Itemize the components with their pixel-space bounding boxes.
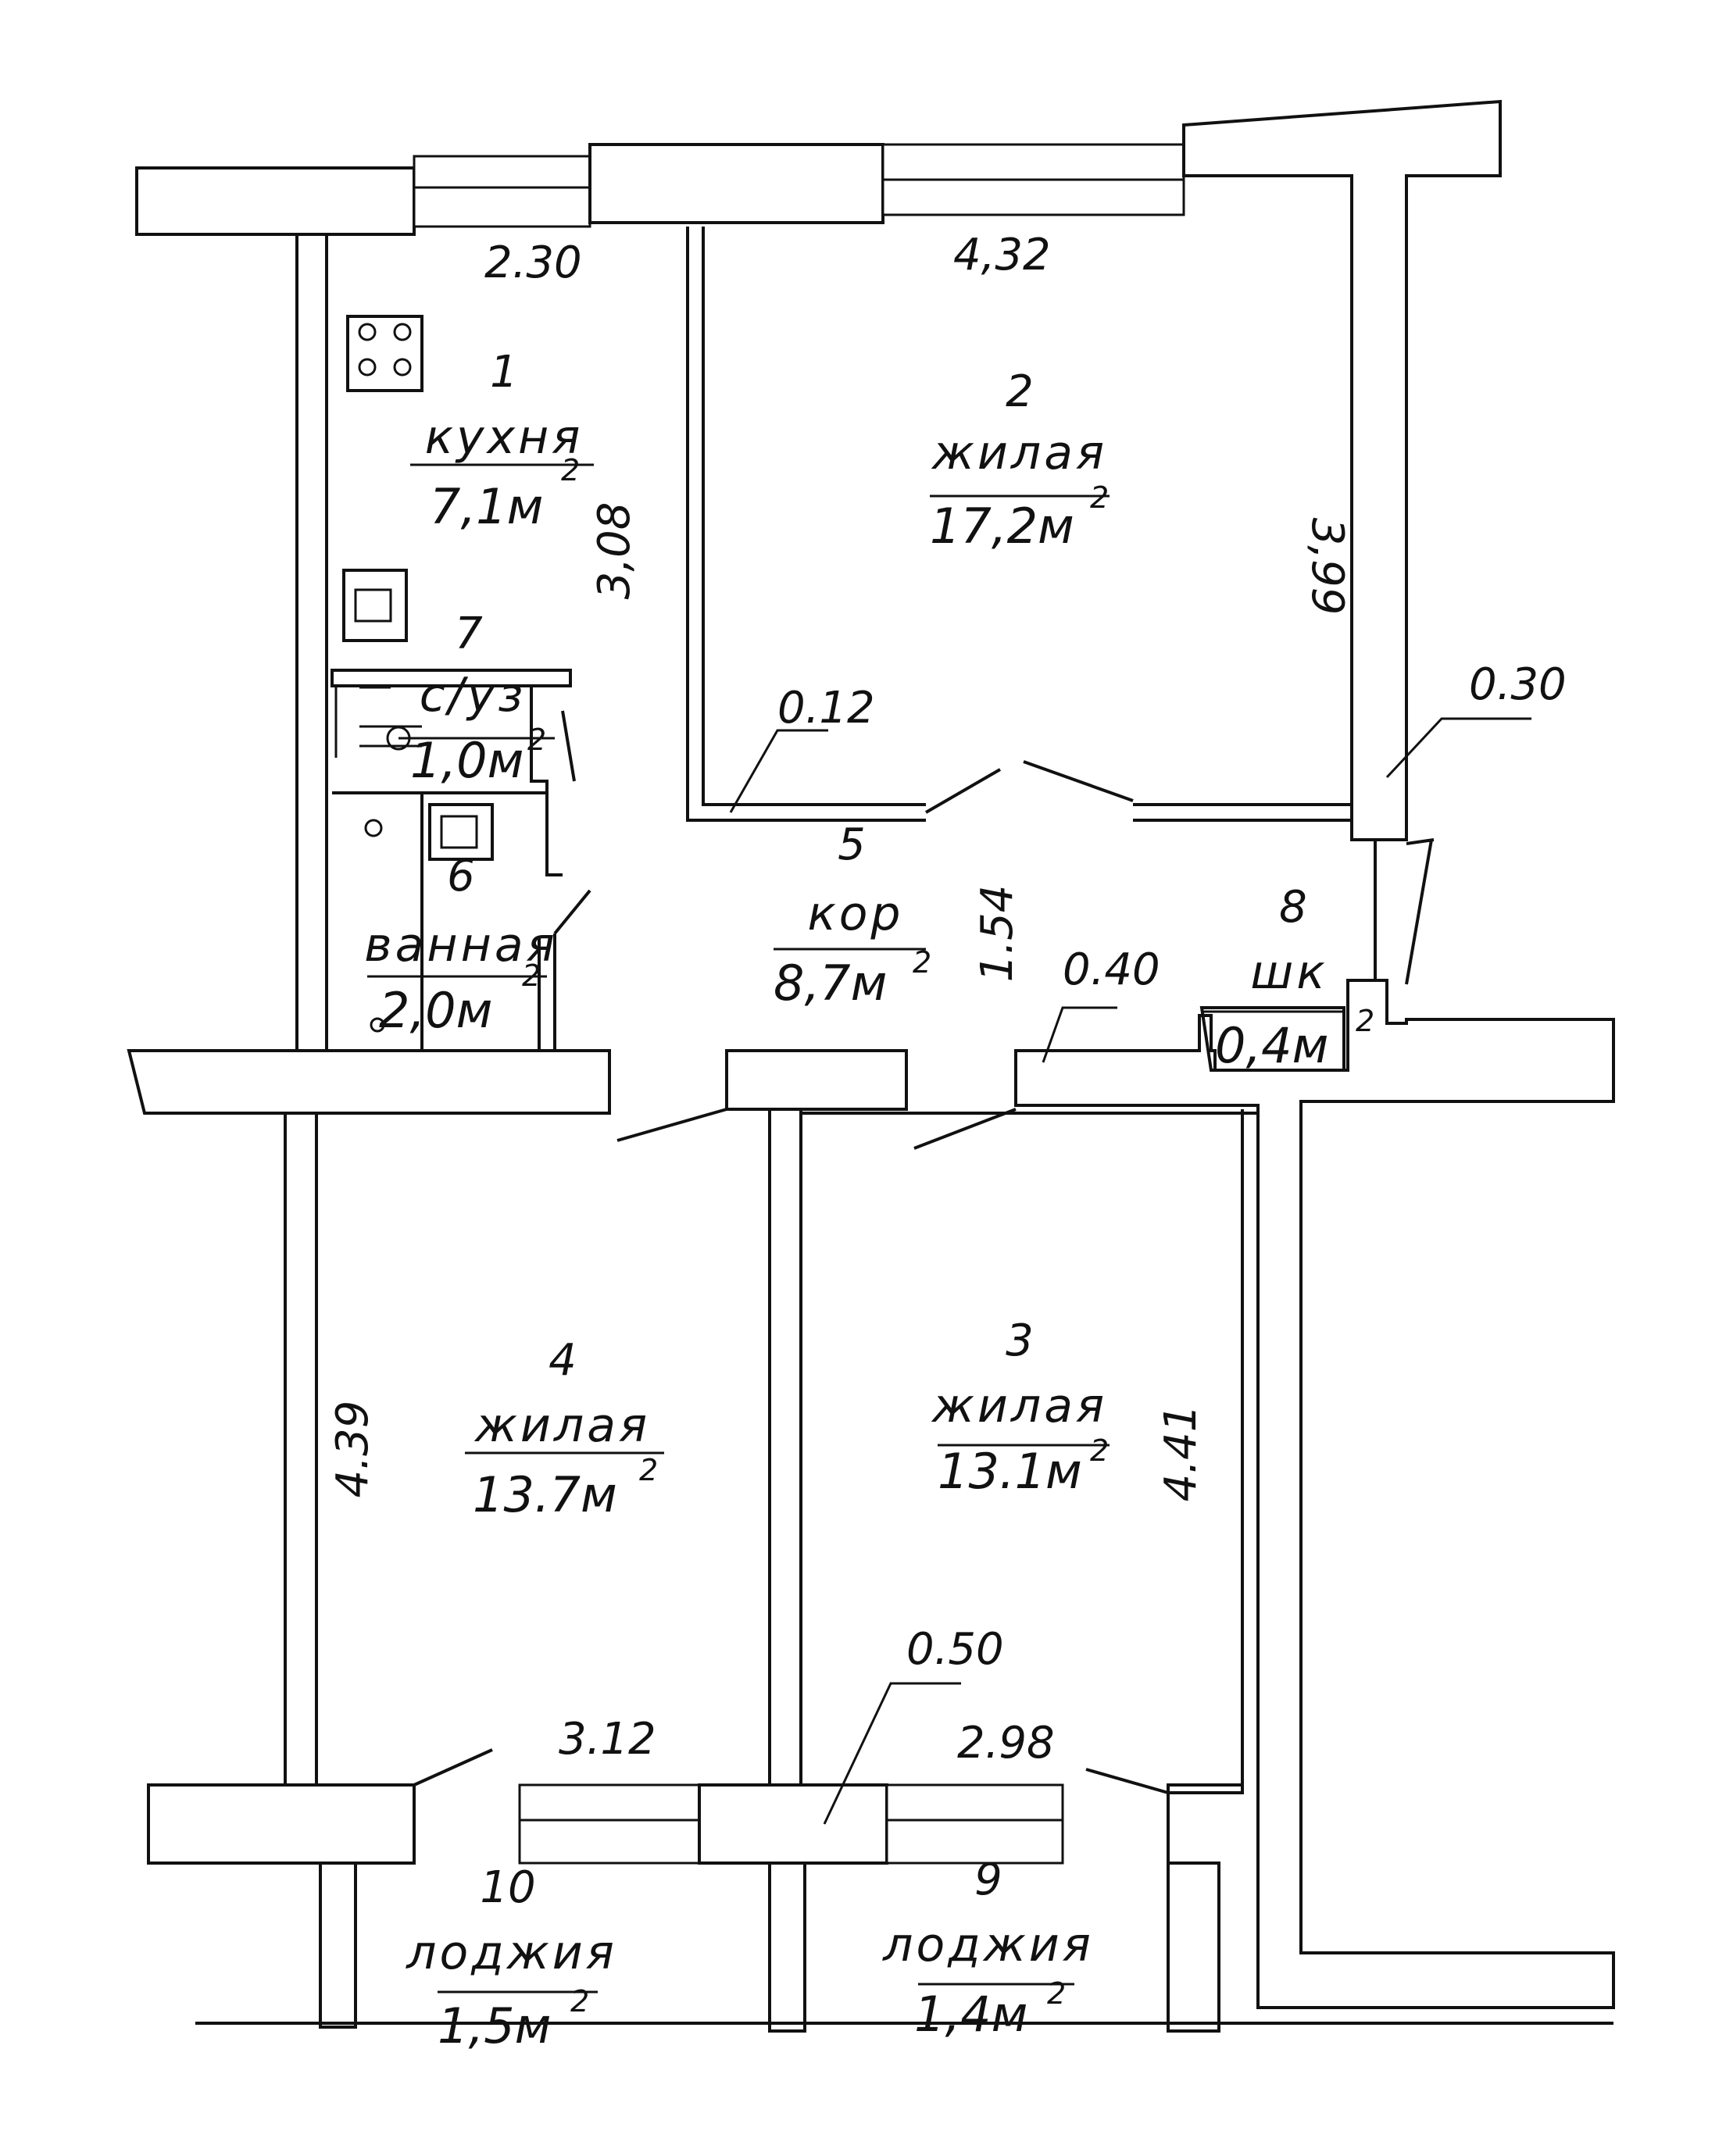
room-5-label: 5 кор 8,7м 2: [774, 819, 931, 1012]
room-name: жилая: [931, 1379, 1107, 1433]
room-name: ванная: [364, 918, 557, 973]
area-unit: 2: [913, 945, 931, 980]
area-unit: 2: [1090, 480, 1109, 515]
middle-wall: [127, 838, 1615, 2009]
room-name: лоджия: [406, 1926, 617, 1980]
leader-lines: [729, 717, 1531, 1825]
room-area: 13.7м: [473, 1466, 617, 1523]
area-unit: 2: [522, 958, 541, 993]
dim-room3-width: 2.98: [957, 1718, 1055, 1769]
dim-room4-length: 4.39: [327, 1401, 378, 1498]
room-number: 10: [480, 1862, 535, 1913]
dim-wall-030: 0.30: [1469, 659, 1567, 710]
room-9-label: 9 лоджия 1,4м 2: [882, 1854, 1094, 2043]
bath-partitions: [331, 315, 591, 1051]
dim-wall-040: 0.40: [1063, 944, 1160, 995]
room-number: 7: [455, 609, 483, 659]
room-area: 13.1м: [938, 1443, 1082, 1500]
room-8-label: 8 шк 0,4м 2: [1203, 882, 1374, 1074]
room-name: жилая: [473, 1398, 650, 1453]
room-number: 2: [1006, 366, 1034, 417]
room-name: шк: [1250, 945, 1328, 1000]
area-unit: 2: [1047, 1976, 1066, 2011]
area-unit: 2: [561, 453, 580, 487]
room-10-label: 10 лоджия 1,5м 2: [406, 1862, 617, 2054]
room-number: 8: [1279, 882, 1307, 933]
room-number: 5: [838, 819, 866, 870]
room-area: 8,7м: [774, 955, 887, 1012]
dim-corridor-width: 1.54: [972, 885, 1023, 983]
room-4-label: 4 жилая 13.7м 2: [465, 1335, 664, 1523]
dim-room4-width: 3.12: [559, 1714, 656, 1765]
room-number: 1: [490, 347, 518, 398]
room-area: 7,1м: [430, 478, 543, 535]
area-unit: 2: [570, 1984, 589, 2019]
room-number: 9: [974, 1854, 1002, 1905]
dim-kitchen-length: 3,08: [589, 502, 640, 600]
room-area: 17,2м: [930, 498, 1074, 555]
top-exterior-wall: [135, 99, 1502, 1052]
dim-wall-050: 0.50: [906, 1624, 1004, 1675]
room-number: 3: [1006, 1315, 1034, 1366]
room-area: 2,0м: [379, 982, 492, 1039]
area-unit: 2: [639, 1453, 658, 1487]
room-area: 1,4м: [914, 1986, 1027, 2043]
room-area: 1,5м: [438, 1997, 551, 2054]
dimension-labels: 2.30 4,32 3,08 3,99 0.12 0.30 1.54 0.40 …: [327, 230, 1567, 1769]
area-unit: 2: [1356, 1004, 1374, 1038]
room-2-walls: [686, 227, 1352, 822]
room-area: 0,4м: [1215, 1017, 1328, 1074]
room-name: с/уз: [420, 668, 527, 723]
dim-room3-length: 4.41: [1156, 1405, 1206, 1502]
room-number: 6: [447, 851, 475, 901]
bottom-wall: [147, 1748, 1613, 2033]
room-1-label: 1 кухня 7,1м 2: [410, 347, 594, 535]
room-name: жилая: [931, 426, 1107, 480]
room-2-label: 2 жилая 17,2м 2: [930, 366, 1110, 555]
room-name: кор: [807, 887, 903, 941]
room-6-label: 6 ванная 2,0м 2: [364, 851, 557, 1039]
room-name: кухня: [425, 410, 584, 465]
dim-room2-width: 4,32: [953, 230, 1051, 280]
room-3-label: 3 жилая 13.1м 2: [931, 1315, 1110, 1500]
area-unit: 2: [1090, 1433, 1109, 1468]
lower-walls: [284, 1108, 1258, 1793]
room-number: 4: [549, 1335, 577, 1386]
room-7-label: 7 с/уз 1,0м 2: [398, 609, 555, 789]
area-unit: 2: [527, 723, 546, 757]
room-name: лоджия: [882, 1918, 1094, 1972]
room-area: 1,0м: [410, 732, 524, 789]
dim-wall-012: 0.12: [777, 683, 875, 734]
dim-kitchen-width: 2.30: [484, 237, 582, 288]
dim-room2-length: 3,99: [1302, 518, 1353, 616]
